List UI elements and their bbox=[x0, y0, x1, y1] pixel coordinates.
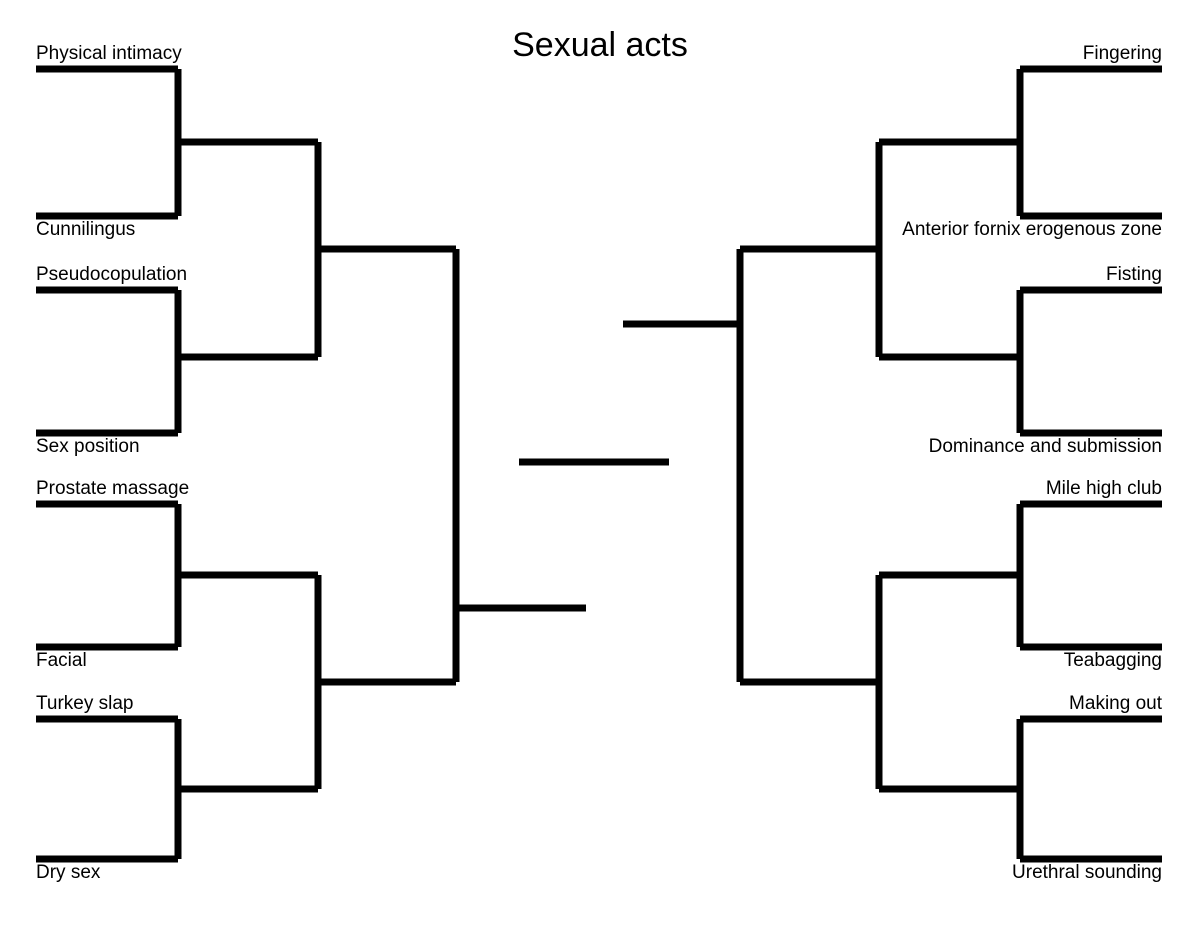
left-seed-label-1[interactable]: Cunnilingus bbox=[36, 219, 136, 240]
left-seed-label-7[interactable]: Dry sex bbox=[36, 862, 101, 883]
right-seed-label-5[interactable]: Teabagging bbox=[1063, 650, 1162, 671]
right-seed-label-2[interactable]: Fisting bbox=[1106, 264, 1162, 285]
right-seed-label-1[interactable]: Anterior fornix erogenous zone bbox=[902, 219, 1162, 240]
left-seed-label-6[interactable]: Turkey slap bbox=[36, 693, 134, 714]
right-seed-label-3[interactable]: Dominance and submission bbox=[928, 436, 1162, 457]
right-seed-label-7[interactable]: Urethral sounding bbox=[1012, 862, 1162, 883]
page-title: Sexual acts bbox=[512, 25, 688, 64]
left-seed-label-3[interactable]: Sex position bbox=[36, 436, 140, 457]
bracket-line-group bbox=[36, 65, 1162, 863]
left-seed-label-4[interactable]: Prostate massage bbox=[36, 478, 190, 499]
left-seed-label-0[interactable]: Physical intimacy bbox=[36, 43, 182, 64]
right-seed-label-4[interactable]: Mile high club bbox=[1045, 478, 1162, 499]
right-seed-label-6[interactable]: Making out bbox=[1069, 693, 1162, 714]
left-seed-label-2[interactable]: Pseudocopulation bbox=[36, 264, 188, 285]
left-seed-label-5[interactable]: Facial bbox=[36, 650, 87, 671]
right-seed-label-0[interactable]: Fingering bbox=[1082, 43, 1162, 64]
